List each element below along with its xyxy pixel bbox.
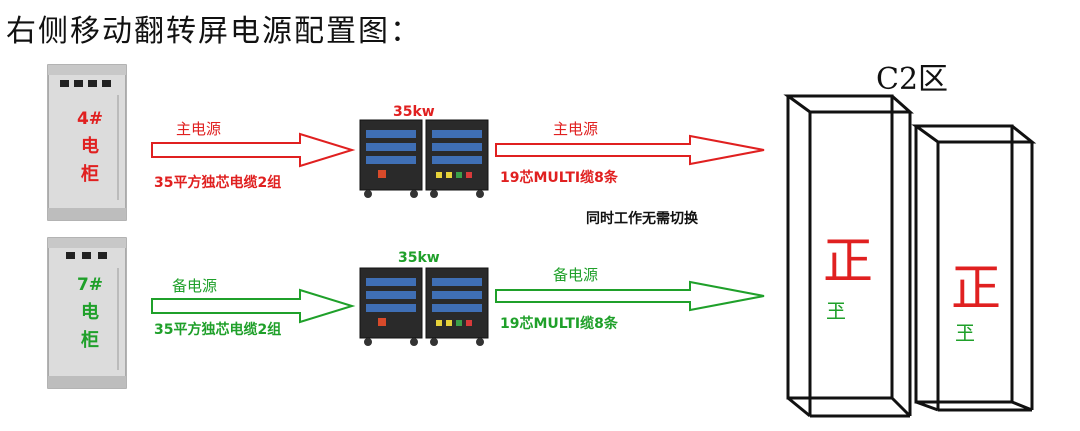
backup-output-arrow [495, 280, 765, 312]
main-input-arrow [151, 132, 356, 168]
box-2-power: 35kw [398, 250, 440, 266]
screen-1 [783, 94, 914, 418]
main-power-label-in: 主电源 [176, 120, 221, 138]
main-cable-in-label: 35平方独芯电缆2组 [154, 174, 281, 191]
screen-1-small-char: 玊 [826, 299, 846, 323]
cabinet-7: 7# 电 柜 [47, 237, 127, 389]
screen-2-small-char: 玊 [955, 321, 975, 345]
cabinet-7-text-1: 电 [81, 301, 99, 323]
box-1-power: 35kw [393, 104, 435, 120]
screen-2-big-char: 正 [951, 259, 1001, 317]
cabinet-4-number: 4# [77, 109, 103, 129]
main-output-arrow [495, 134, 765, 166]
main-power-label-out: 主电源 [553, 120, 598, 138]
zone-label: C2区 [876, 62, 949, 97]
backup-power-label-out: 备电源 [553, 266, 598, 284]
page-title: 右侧移动翻转屏电源配置图： [6, 14, 422, 49]
distribution-box-1 [359, 119, 489, 198]
cabinet-4-text-2: 柜 [81, 163, 99, 185]
main-cable-out-label: 19芯MULTI缆8条 [500, 169, 619, 186]
cabinet-7-text-2: 柜 [81, 329, 99, 351]
cabinet-4: 4# 电 柜 [47, 64, 127, 221]
sync-note: 同时工作无需切换 [586, 211, 698, 227]
screen-1-big-char: 正 [823, 232, 873, 290]
distribution-box-2 [359, 267, 489, 346]
screen-2 [911, 124, 1037, 412]
backup-cable-out-label: 19芯MULTI缆8条 [500, 315, 619, 332]
cabinet-7-number: 7# [77, 275, 103, 295]
backup-cable-in-label: 35平方独芯电缆2组 [154, 321, 281, 338]
backup-power-label-in: 备电源 [172, 277, 217, 295]
backup-input-arrow [151, 288, 356, 324]
cabinet-4-text-1: 电 [81, 135, 99, 157]
